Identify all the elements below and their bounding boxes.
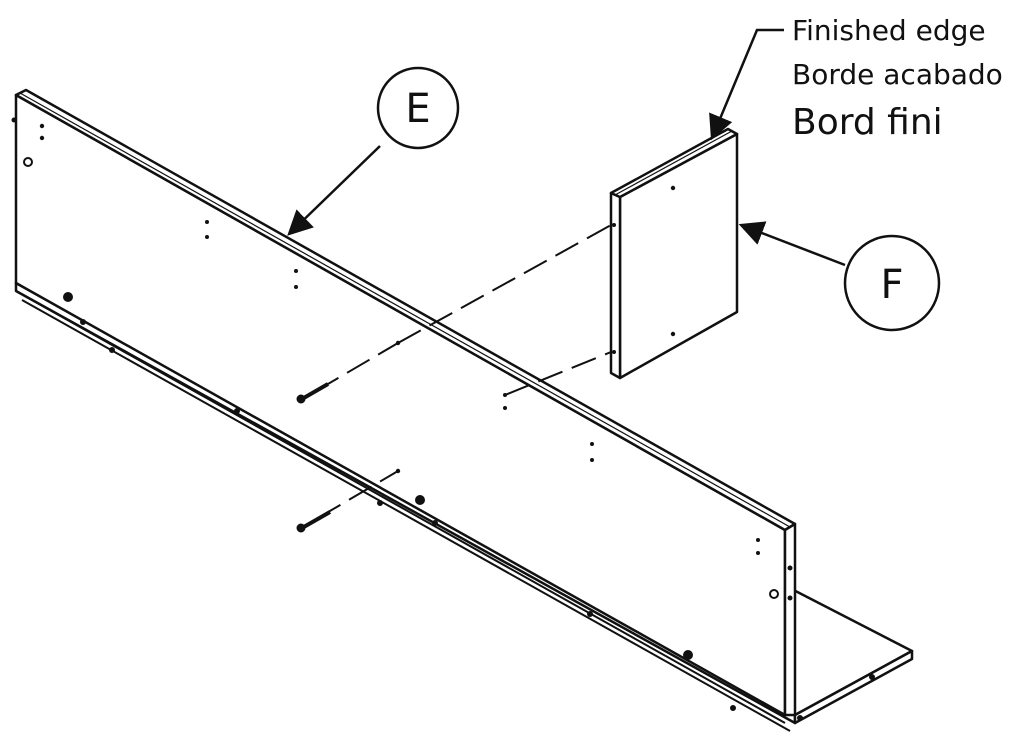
- finished-edge-callout: Finished edge Borde acabado Bord fini: [709, 14, 1003, 143]
- hole: [587, 611, 593, 617]
- cam-hole: [23, 157, 33, 167]
- hole: [612, 223, 616, 227]
- panel-e-end-edge: [783, 522, 797, 717]
- callout-e-circle: [376, 66, 460, 150]
- panel-e-edge-line: [19, 92, 791, 528]
- finished-edge-leader: [709, 28, 784, 141]
- hole: [205, 235, 209, 239]
- bottom-panel-right-edge: [793, 649, 914, 725]
- cam-hole: [769, 589, 779, 599]
- hole: [294, 269, 298, 273]
- panel-f: [609, 127, 739, 380]
- hole: [756, 551, 760, 555]
- hole: [730, 705, 736, 711]
- alignment-line-lower: [504, 351, 612, 396]
- alignment-line-screw-upper: [315, 342, 399, 392]
- finished-edge-label-fr: Bord fini: [792, 102, 943, 143]
- panel-f-left-edge: [609, 191, 622, 380]
- panel-e-cam-holes: [23, 157, 779, 599]
- hole: [294, 285, 298, 289]
- hole: [80, 319, 86, 325]
- hole: [756, 538, 760, 542]
- finished-edge-label-es: Borde acabado: [792, 58, 1003, 91]
- callout-e: E: [287, 66, 460, 236]
- hole: [590, 442, 594, 446]
- panel-f-finished-edge-line: [614, 130, 733, 196]
- hole: [683, 650, 693, 660]
- alignment-lines: [315, 224, 612, 519]
- hole: [415, 495, 425, 505]
- hole: [205, 220, 209, 224]
- hole: [39, 123, 45, 129]
- hole: [377, 500, 383, 506]
- screw-lower: [296, 510, 331, 533]
- hole: [787, 595, 793, 601]
- hole: [63, 292, 73, 302]
- hole: [432, 520, 438, 526]
- hole: [503, 406, 507, 410]
- hole: [869, 674, 875, 680]
- hole: [670, 185, 676, 191]
- hole: [39, 135, 45, 141]
- hole: [590, 458, 594, 462]
- bottom-rail: [15, 290, 791, 732]
- hole: [797, 715, 803, 721]
- callout-f-circle: [843, 234, 941, 332]
- callout-e-letter: E: [405, 86, 430, 132]
- panel-f-front-face: [618, 132, 739, 380]
- panel-e-holes: [11, 117, 875, 721]
- alignment-line-upper: [397, 224, 612, 344]
- hole: [234, 408, 240, 414]
- callout-f-letter: F: [880, 262, 903, 308]
- hole: [612, 350, 616, 354]
- panel-f-holes: [612, 185, 676, 354]
- hole: [787, 565, 793, 571]
- finished-edge-label-en: Finished edge: [792, 14, 986, 47]
- hole: [670, 331, 676, 337]
- screw-upper: [296, 382, 329, 404]
- callout-e-leader: [287, 145, 381, 236]
- alignment-line-screw-lower: [317, 470, 399, 519]
- hole: [11, 117, 17, 123]
- callout-f: F: [738, 221, 941, 332]
- hole: [109, 347, 115, 353]
- callout-f-leader: [738, 221, 846, 267]
